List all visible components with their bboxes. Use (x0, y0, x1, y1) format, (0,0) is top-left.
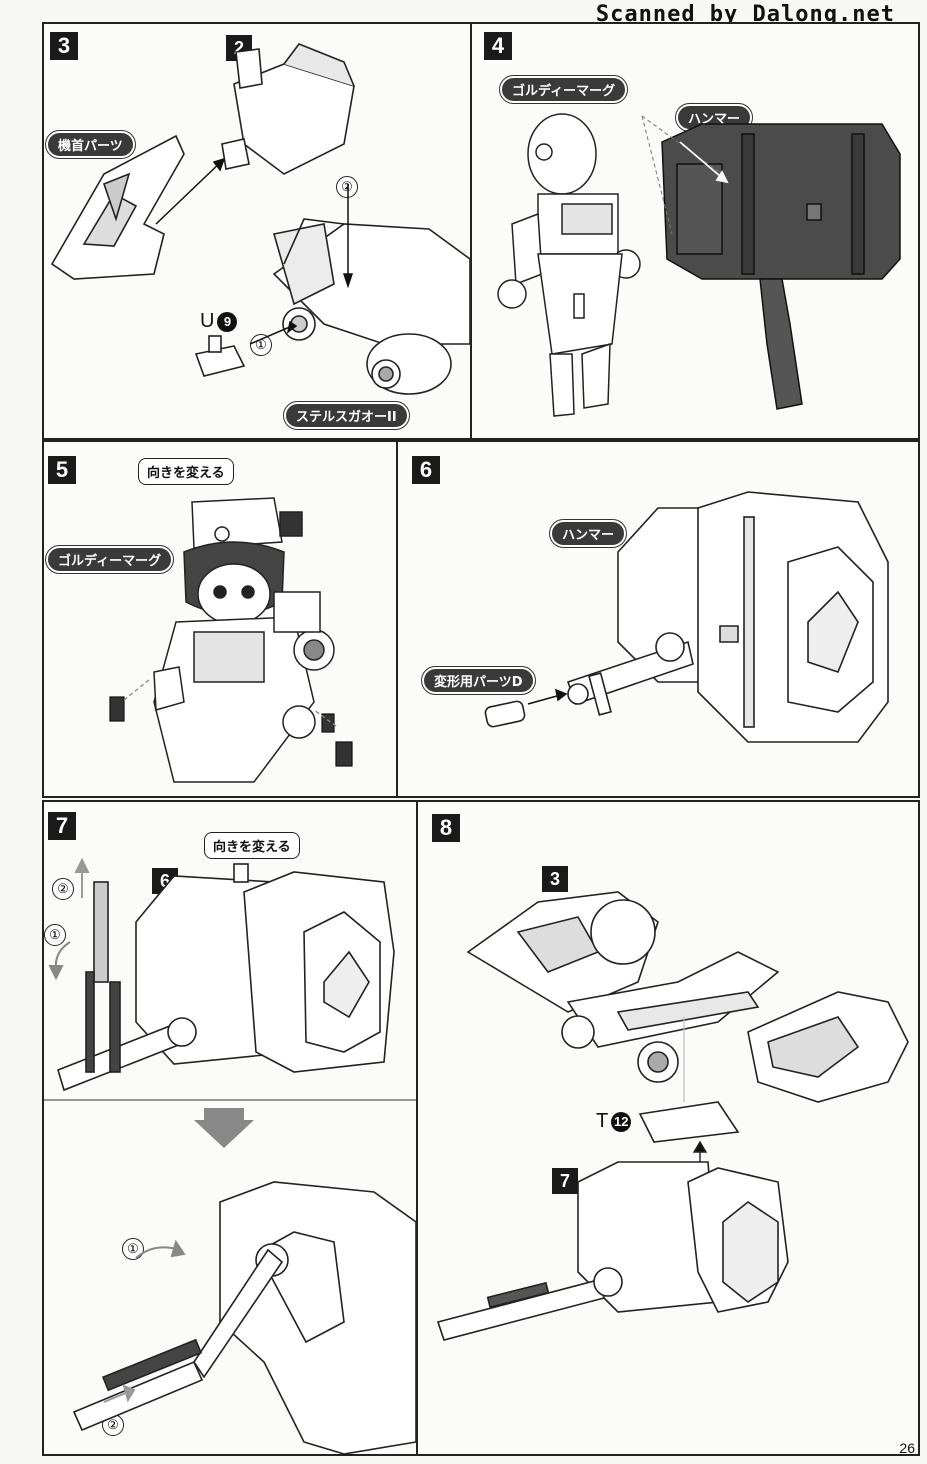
step-8-ref-3: 3 (542, 866, 568, 892)
step-6-illustration (484, 491, 889, 743)
step-3-number: 3 (50, 32, 78, 60)
step-4-illustration (497, 113, 901, 417)
step-7-illustration (44, 857, 416, 1454)
part-code-u9: U 9 (200, 310, 238, 333)
step-5-panel: 5 向きを変える ゴルディーマーグ (42, 440, 398, 798)
step-4-number: 4 (484, 32, 512, 60)
step-marker-1: ① (250, 334, 272, 356)
part-letter: T (596, 1110, 609, 1132)
step-8-number: 8 (432, 814, 460, 842)
step-7-panel: 7 6 向きを変える ② ① ① ② (42, 800, 418, 1456)
label-transform-part-d: 変形用パーツD (421, 666, 536, 695)
step-5-number: 5 (48, 456, 76, 484)
step-marker-1: ① (44, 924, 66, 946)
step-7-number: 7 (48, 812, 76, 840)
step-5-illustration (109, 497, 353, 783)
part-number: 9 (217, 311, 238, 332)
step-3-illustration (50, 43, 470, 395)
label-head-part: 機首パーツ (45, 130, 136, 159)
step-8-illustration (436, 891, 909, 1341)
page-number: 26 (899, 1440, 915, 1456)
label-goldymarg: ゴルディーマーグ (44, 545, 175, 574)
part-number: 12 (611, 1111, 632, 1132)
label-turn-around: 向きを変える (204, 832, 300, 859)
step-4-panel: 4 ゴルディーマーグ ハンマー (470, 22, 920, 440)
step-8-panel: 8 3 7 T 12 (416, 800, 920, 1456)
step-marker-2: ② (336, 176, 358, 198)
label-hammer: ハンマー (548, 519, 628, 548)
label-turn-around: 向きを変える (138, 458, 234, 485)
step-6-panel: 6 ハンマー 変形用パーツD (396, 440, 920, 798)
label-stealth-gao: ステルスガオーII (283, 401, 410, 430)
step-8-ref-7: 7 (552, 1168, 578, 1194)
step-3-panel: 3 2 機首パーツ ステルスガオーII U 9 ① ② (42, 22, 472, 440)
part-letter: U (200, 310, 215, 332)
step-marker-2: ② (52, 878, 74, 900)
step-6-number: 6 (412, 456, 440, 484)
label-goldymarg: ゴルディーマーグ (498, 75, 629, 104)
step-marker-1-lower: ① (122, 1238, 144, 1260)
part-code-t12: T 12 (596, 1110, 632, 1133)
